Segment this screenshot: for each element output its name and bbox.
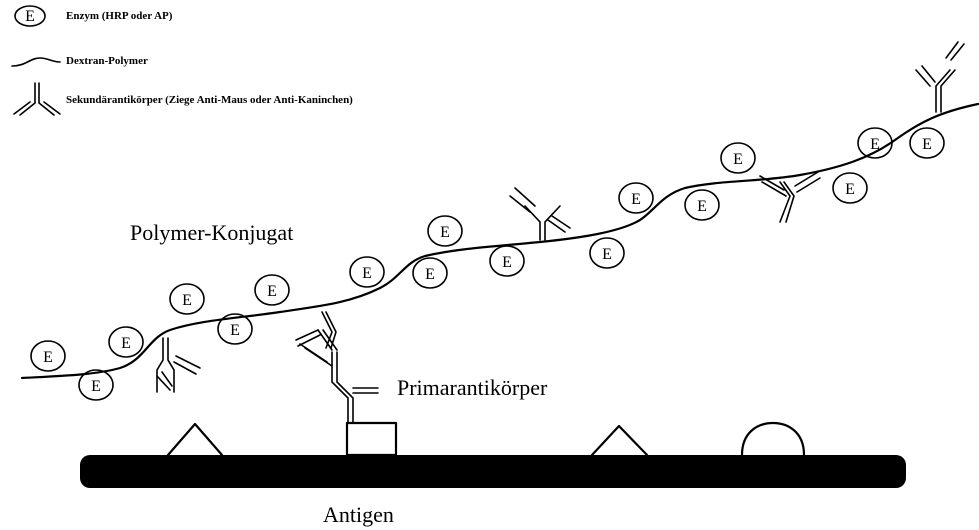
enzyme-16: E xyxy=(857,127,893,159)
secondary-antibody-3 xyxy=(509,187,571,241)
legend-antibody-label: Sekundärantikörper (Ziege Anti-Maus oder… xyxy=(66,94,353,106)
antigen-semicircle xyxy=(740,421,806,457)
antigen-triangle-left xyxy=(166,422,224,457)
svg-text:E: E xyxy=(230,322,240,339)
svg-text:E: E xyxy=(733,151,743,168)
svg-text:E: E xyxy=(870,136,880,153)
svg-text:E: E xyxy=(121,335,131,352)
enzyme-3: E xyxy=(108,326,144,358)
enzyme-8: E xyxy=(412,257,448,289)
svg-text:E: E xyxy=(631,191,641,208)
svg-text:E: E xyxy=(91,378,101,395)
enzyme-14: E xyxy=(720,142,756,174)
legend-dextran-icon xyxy=(11,57,61,67)
secondary-antibody-4 xyxy=(759,171,821,223)
legend-antibody-icon xyxy=(13,82,61,116)
secondary-antibody-2 xyxy=(295,311,337,349)
dextran-polymer-chain xyxy=(20,102,979,380)
svg-text:E: E xyxy=(502,254,512,271)
svg-text:E: E xyxy=(602,246,612,263)
enzyme-5: E xyxy=(217,313,253,345)
legend-enzyme-label: Enzym (HRP oder AP) xyxy=(66,10,173,22)
enzyme-12: E xyxy=(618,182,654,214)
enzyme-7: E xyxy=(349,256,385,288)
enzyme-17: E xyxy=(909,127,945,159)
primary-antibody-label: Primarantikörper xyxy=(397,375,548,400)
enzyme-4: E xyxy=(169,283,205,315)
legend-dextran-label: Dextran-Polymer xyxy=(66,55,148,67)
enzyme-11: E xyxy=(589,237,625,269)
antigen-square xyxy=(345,421,398,457)
legend: E Enzym (HRP oder AP) Dextran-Polymer Se… xyxy=(11,5,353,116)
svg-text:E: E xyxy=(43,349,53,366)
svg-text:E: E xyxy=(362,265,372,282)
svg-text:E: E xyxy=(425,266,435,283)
svg-text:E: E xyxy=(440,224,450,241)
svg-text:E: E xyxy=(182,292,192,309)
antigen-surface-bar xyxy=(80,455,906,488)
legend-enzyme-symbol: E xyxy=(25,8,35,25)
svg-text:E: E xyxy=(267,283,277,300)
antigen-label: Antigen xyxy=(323,502,394,527)
enzyme-1: E xyxy=(30,340,66,372)
secondary-antibody-1 xyxy=(156,337,201,393)
svg-text:E: E xyxy=(922,136,932,153)
enzyme-10: E xyxy=(489,245,525,277)
enzyme-9: E xyxy=(427,215,463,247)
enzyme-15: E xyxy=(832,172,868,204)
enzyme-6: E xyxy=(254,274,290,306)
primary-antibody xyxy=(299,329,379,424)
polymer-conjugate-label: Polymer-Konjugat xyxy=(130,220,293,245)
enzyme-13: E xyxy=(684,189,720,221)
enzyme-2: E xyxy=(78,369,114,401)
legend-enzyme-icon: E xyxy=(14,5,46,27)
secondary-antibody-5 xyxy=(915,41,965,113)
svg-text:E: E xyxy=(845,181,855,198)
antigen-triangle-right xyxy=(590,424,649,457)
svg-text:E: E xyxy=(697,198,707,215)
